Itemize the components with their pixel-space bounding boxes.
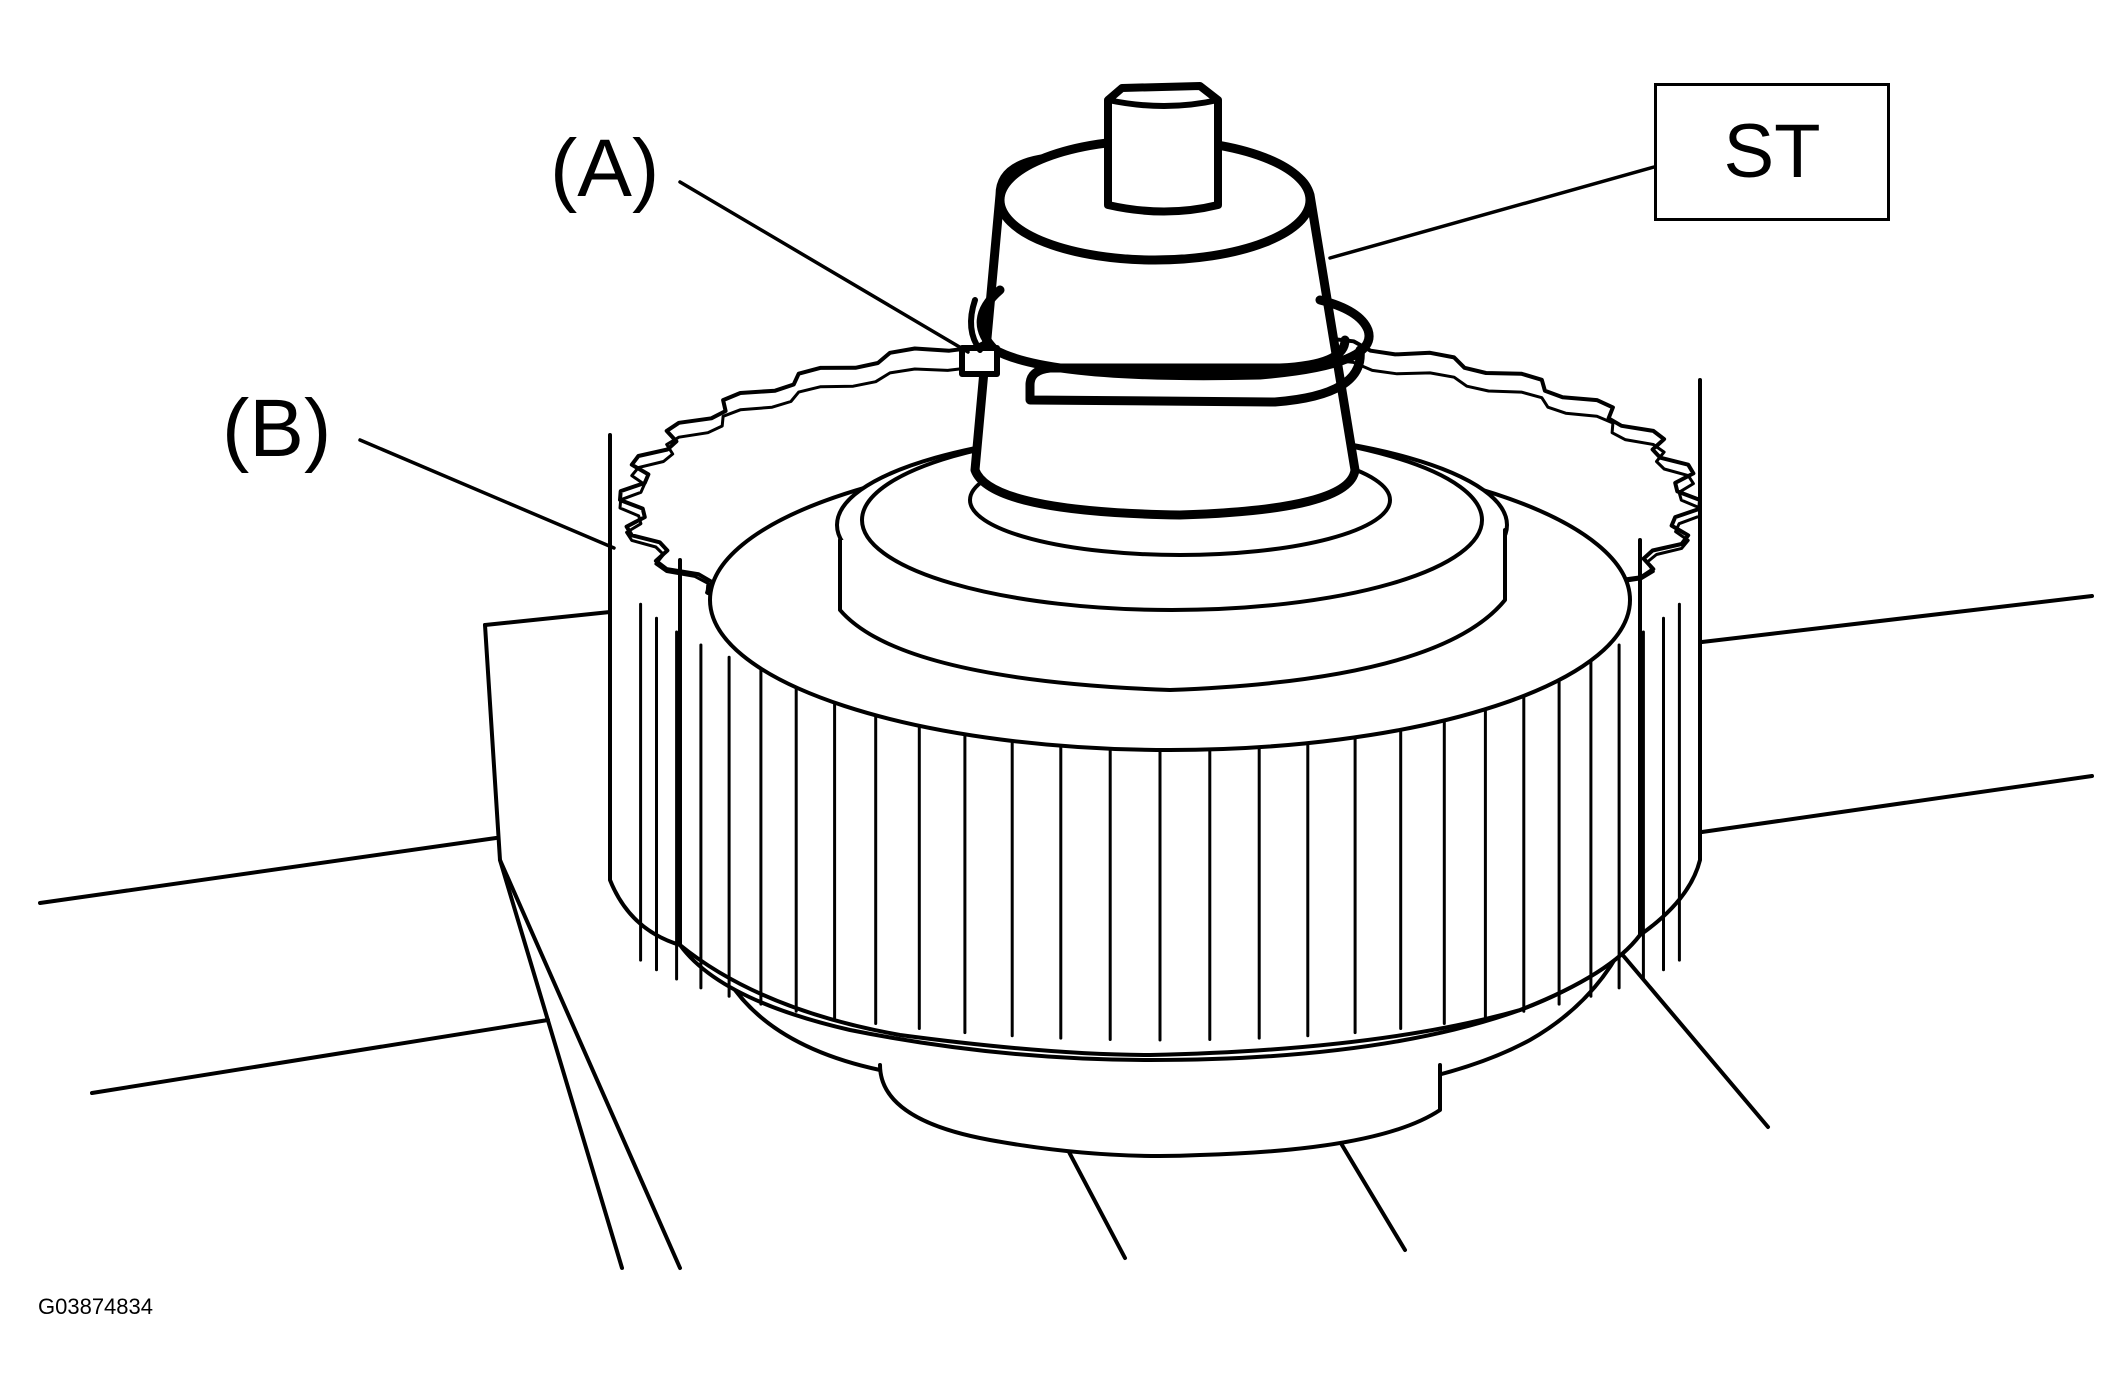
callout-label-b: (B)	[222, 383, 332, 474]
special-tool-callout-box: ST	[1654, 83, 1890, 221]
support-legs	[1058, 938, 1770, 1260]
callout-label-a: (A)	[550, 123, 660, 214]
figure-id: G03874834	[38, 1294, 153, 1319]
special-tool-label: ST	[1723, 109, 1821, 194]
special-tool-compressor	[970, 82, 1360, 520]
leader-lines	[358, 165, 1656, 550]
work-bench	[38, 594, 2094, 1270]
leader-a	[678, 180, 970, 354]
leader-b	[358, 438, 616, 550]
snap-ring	[959, 285, 1374, 407]
leader-st	[1328, 165, 1656, 260]
